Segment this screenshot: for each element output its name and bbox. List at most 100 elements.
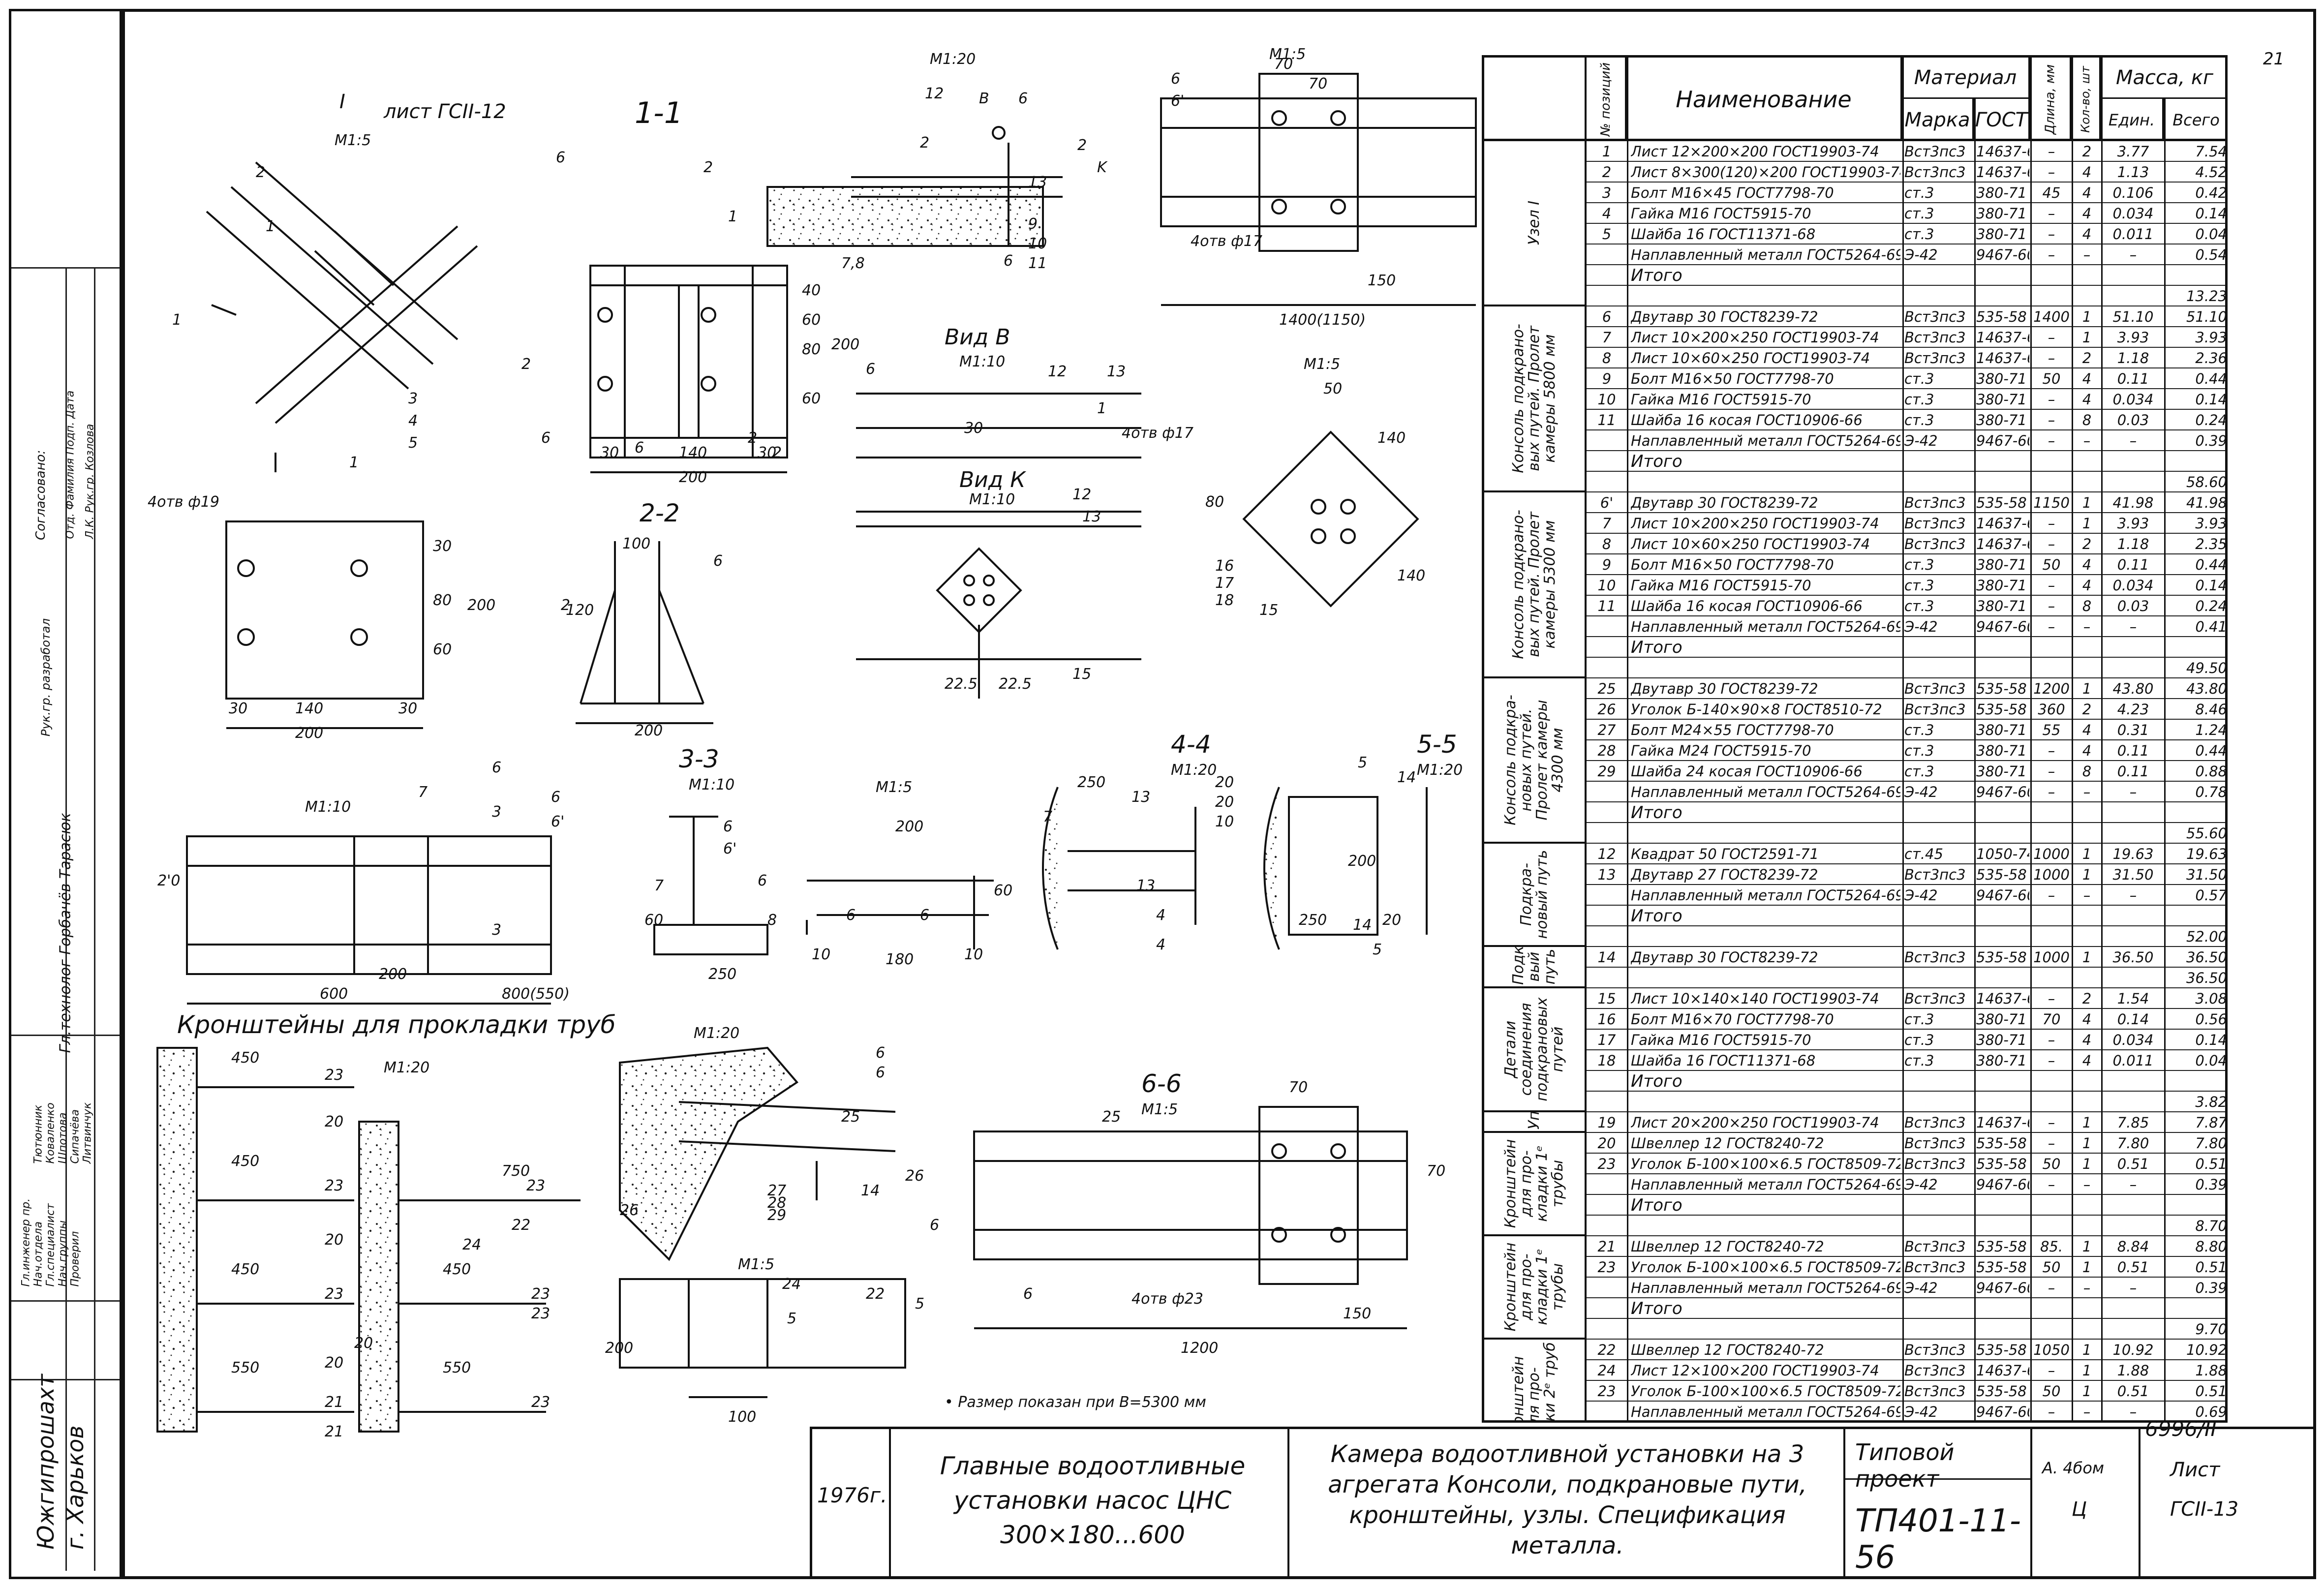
spec-cell-qty: 1 <box>2082 329 2092 346</box>
spec-cell-qty: 2 <box>2082 536 2092 552</box>
section-5-5-label: 5-5 <box>1417 730 1457 759</box>
title-sheet-cell: Камера водоотливной установки на 3 агрег… <box>1289 1429 1845 1577</box>
spec-cell-name: Наплавленный металл ГОСТ5264-69 <box>1631 1280 1900 1296</box>
spec-cell-len: – <box>2048 143 2055 160</box>
spec-cell-len: – <box>2048 598 2055 614</box>
spec-cell-pos: 8 <box>1602 350 1612 366</box>
spec-cell-name: Лист 12×100×200 ГОСТ19903-74 <box>1631 1362 1879 1379</box>
spec-cell-qty: 1 <box>2082 1135 2092 1152</box>
spec-table: № позиций Наименование Материал Марка ГО… <box>1482 55 2228 1423</box>
callout-label: 20 <box>325 1354 343 1372</box>
spec-cell-name: Болт М16×50 ГОСТ7798-70 <box>1631 370 1834 387</box>
spec-cell-total: 4.52 <box>2195 164 2227 181</box>
spec-cell-unit: 0.14 <box>2117 1011 2149 1028</box>
spec-cell-total: 0.57 <box>2195 887 2227 904</box>
spec-cell-name: Гайка М16 ГОСТ5915-70 <box>1631 1032 1811 1048</box>
spec-cell-len: – <box>2048 1052 2055 1069</box>
spec-cell-len: – <box>2048 742 2055 759</box>
callout-label: 14 <box>1397 769 1416 786</box>
spec-total-row: Итого <box>1587 1298 2225 1319</box>
dimension-label: 80 <box>1205 493 1224 511</box>
dimension-label: 800(550) <box>502 985 570 1003</box>
spec-cell-total: 31.50 <box>2186 866 2227 883</box>
support-scale: M1:20 <box>694 1025 739 1042</box>
spec-cell-len: – <box>2048 226 2055 243</box>
callout-label: 6 <box>1018 90 1028 107</box>
spec-cell-mark: Вст3пс3 <box>1904 164 1966 181</box>
callout-label: 2 <box>521 356 531 373</box>
callout-label: 5 <box>787 1310 796 1327</box>
spec-cell-qty: 2 <box>2082 350 2092 366</box>
spec-group-label: Подкра- новый путь <box>1484 844 1587 947</box>
role-1: Гл.инженер пр. <box>20 1198 32 1287</box>
left-stamp: Согласовано: Отд. Фамилия Подп. Дата Л.К… <box>9 9 122 1579</box>
spec-cell-pos <box>1590 968 1624 988</box>
spec-cell-len: – <box>2048 246 2055 263</box>
spec-cell-name: Уголок Б-100×100×6.5 ГОСТ8509-72 <box>1631 1156 1900 1172</box>
section-1-1-label: 1-1 <box>635 96 683 130</box>
spec-cell-mark: ст.3 <box>1904 205 1934 222</box>
bottom-beam-scale: M1:10 <box>305 798 351 816</box>
spec-cell-mark: Вст3пс3 <box>1904 949 1966 966</box>
spec-cell-pos: 11 <box>1597 598 1616 614</box>
spec-group-label: Упор <box>1484 1112 1587 1133</box>
callout-label: 1 <box>349 454 359 471</box>
dimension-label: 10 <box>964 946 983 963</box>
spec-cell-gost: 380-71 <box>1976 556 2027 573</box>
spec-cell-name: Итого <box>1631 266 1682 285</box>
spec-cell-name: Лист 10×60×250 ГОСТ19903-74 <box>1631 350 1870 366</box>
callout-label: 15 <box>1259 602 1278 619</box>
section-3-3-label: 3-3 <box>679 745 719 773</box>
spec-cell-qty: 4 <box>2082 577 2092 594</box>
view-K-scale: M1:10 <box>969 491 1015 508</box>
spec-cell-mark: Э-42 <box>1904 1280 1938 1296</box>
spec-cell-name: Швеллер 12 ГОСТ8240-72 <box>1631 1238 1824 1255</box>
spec-cell-unit: – <box>2129 618 2137 635</box>
spec-cell-len: 55 <box>2042 722 2061 738</box>
spec-cell-mark: Вст3пс3 <box>1904 866 1966 883</box>
beam-M15-scale: M1:5 <box>876 779 912 796</box>
spec-cell-pos <box>1590 658 1624 678</box>
spec-cell-total: 0.44 <box>2195 742 2227 759</box>
spec-cell-name <box>1631 823 1900 844</box>
spec-cell-gost: 380-71 <box>1976 742 2027 759</box>
spec-total-row: 9.70 <box>1587 1319 2225 1340</box>
spec-total-row: 36.50 <box>1587 968 2225 988</box>
spec-cell-len: 70 <box>2042 1011 2061 1028</box>
callout-label: 24 <box>782 1276 801 1293</box>
spec-cell-qty: – <box>2083 246 2091 263</box>
spec-cell-unit: 1.54 <box>2117 990 2149 1007</box>
spec-cell-pos <box>1590 637 1624 658</box>
callout-label: 23 <box>325 1285 343 1303</box>
callout-label: 14 <box>861 1182 880 1199</box>
spec-cell-total: 0.42 <box>2195 184 2227 201</box>
spec-cell-unit: 36.50 <box>2112 949 2154 966</box>
spec-cell-gost: 9467-60 <box>1976 618 2029 635</box>
spec-cell-unit: 0.11 <box>2117 763 2149 780</box>
spec-cell-unit: 31.50 <box>2112 866 2154 883</box>
callout-label: 30 <box>964 420 983 437</box>
spec-cell-unit: 41.98 <box>2112 494 2154 511</box>
spec-cell-name: Болт М16×50 ГОСТ7798-70 <box>1631 556 1834 573</box>
callout-label: 17 <box>1215 575 1234 592</box>
view-K-label: Вид К <box>959 467 1026 492</box>
spec-cell-qty: – <box>2083 618 2091 635</box>
callout-label: 6 <box>846 907 856 924</box>
view-K-drawing <box>856 511 1141 699</box>
section-6-6-holes: 4отв ф23 <box>1131 1290 1203 1308</box>
spec-cell-qty: 1 <box>2082 1114 2092 1131</box>
spec-cell-len: 50 <box>2042 556 2061 573</box>
spec-cell-unit: – <box>2129 1280 2137 1296</box>
callout-label: 10 <box>1028 235 1047 252</box>
spec-cell-unit: – <box>2129 1176 2137 1193</box>
callout-label: 2 <box>561 597 570 614</box>
spec-cell-mark: Вст3пс3 <box>1904 1238 1966 1255</box>
dimension-label: 30 <box>398 700 417 717</box>
spec-cell-len: 50 <box>2042 370 2061 387</box>
callout-label: 22 <box>512 1217 530 1234</box>
title-album-value: Ц <box>2072 1498 2087 1521</box>
dimension-label: 10 <box>1215 813 1234 830</box>
